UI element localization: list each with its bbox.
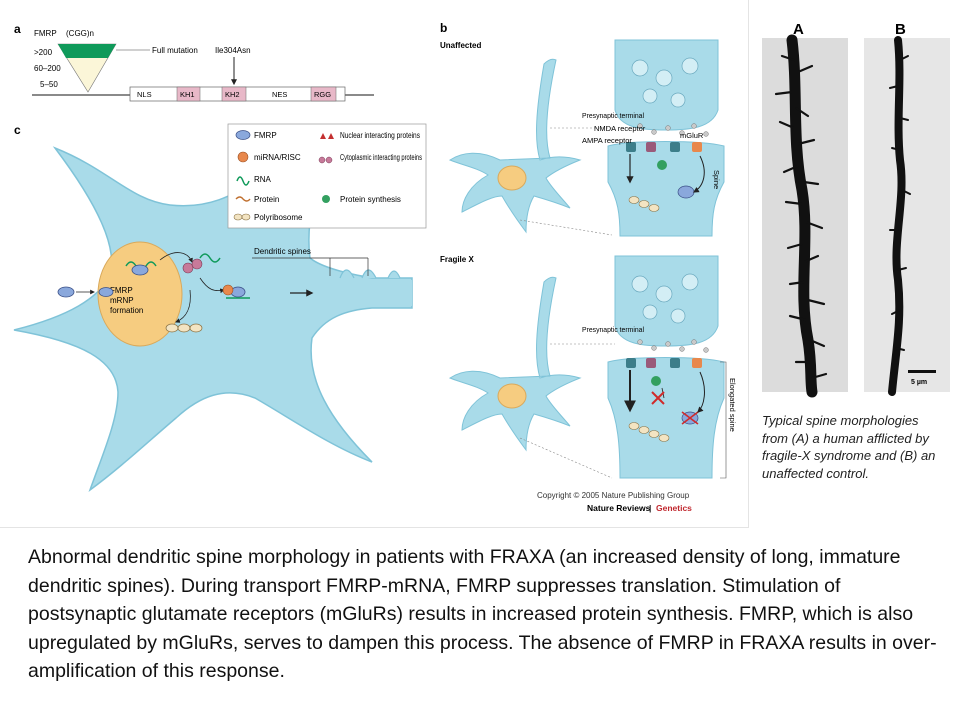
journal-name: Nature Reviews: [587, 503, 651, 513]
legend-label: Protein: [254, 195, 279, 204]
svg-text:|: |: [649, 503, 651, 513]
gene-label: FMRP: [34, 29, 57, 38]
fragile-x-receptors: [626, 358, 702, 368]
panel-b-letter: b: [440, 21, 447, 35]
panel-a-letter: a: [14, 22, 21, 36]
legend-label: Polyribosome: [254, 213, 303, 222]
dendritic-spines-label: Dendritic spines: [254, 247, 311, 256]
polyribosome: [628, 422, 670, 442]
full-mutation-band: [58, 44, 116, 58]
polyribosome: [628, 196, 660, 212]
protein-synthesis-dot: [657, 160, 667, 170]
fragile-x-neuron: [448, 276, 582, 452]
cyto-protein: [182, 262, 194, 274]
nucleus-label-3: formation: [110, 306, 143, 315]
fmrp-complex: [131, 264, 149, 276]
mirna-risc: [222, 284, 234, 296]
mutation-label: Ile304Asn: [215, 46, 251, 55]
repeat-label: (CGG)n: [66, 29, 94, 38]
panel-c-letter: c: [14, 123, 21, 137]
nucleus: [97, 241, 183, 347]
unaffected-spine: [607, 141, 725, 237]
fmrp-molecule: [57, 286, 75, 298]
dendrite-b: [888, 36, 911, 396]
legend-label: Cytoplasmic interacting proteins: [340, 153, 422, 162]
micrograph-b-frame: [864, 38, 950, 392]
unaffected-label: Unaffected: [440, 41, 481, 50]
domain-nls: NLS: [137, 90, 152, 99]
legend-label: RNA: [254, 175, 272, 184]
panel-b: b Unaffected Fragile X: [440, 21, 737, 479]
copyright-text: Copyright © 2005 Nature Publishing Group: [537, 491, 690, 500]
mglur-label: mGluR: [680, 131, 704, 140]
legend-label: miRNA/RISC: [254, 153, 301, 162]
domain-nes: NES: [272, 90, 287, 99]
dendrite-spines: [339, 269, 401, 279]
fragile-x-nucleus: [497, 383, 527, 409]
domain-kh1: KH1: [180, 90, 195, 99]
polyribosome: [165, 323, 203, 333]
legend-label: FMRP: [254, 131, 277, 140]
range-3: 5–50: [40, 80, 58, 89]
legend-symbols: [233, 130, 334, 221]
presynaptic-terminal-label: Presynaptic terminal: [582, 111, 644, 120]
unaffected-neuron: [448, 58, 582, 234]
fmrp-molecule: [98, 287, 114, 297]
rna-strand: [199, 253, 221, 263]
main-caption: Abnormal dendritic spine morphology in p…: [28, 546, 937, 682]
unaffected-vesicles: [631, 57, 699, 108]
elongated-bracket: [720, 361, 727, 479]
nucleus-label-1: FMRP: [110, 286, 133, 295]
spine-label: Spine: [712, 170, 721, 189]
domain-rgg: RGG: [314, 90, 331, 99]
journal-section: Genetics: [656, 503, 692, 513]
range-2: 60–200: [34, 64, 61, 73]
rgg-domain: [310, 86, 337, 102]
block-cross-icon: [651, 391, 665, 405]
domain-kh2: KH2: [225, 90, 240, 99]
figure-svg: a FMRP (CGG)n Full mutation >200 60–200 …: [13, 21, 737, 513]
range-1: >200: [34, 48, 53, 57]
legend-label: Protein synthesis: [340, 195, 401, 204]
zoom-lines: [519, 127, 615, 479]
unaffected-nucleus: [497, 165, 527, 191]
legend-label: Nuclear interacting proteins: [340, 131, 420, 140]
absent-fmrp: [681, 411, 699, 425]
micrograph-label-b: B: [895, 21, 906, 38]
unaffected-receptors: [626, 142, 702, 152]
micrograph-label-a: A: [793, 21, 804, 38]
elongated-spine-label: Elongated spine: [728, 378, 737, 432]
dendrite-a: [774, 34, 828, 398]
fmrp-molecule: [230, 286, 246, 298]
kh2-domain: [221, 86, 247, 102]
scale-bar: [908, 370, 936, 373]
dendrite-end: [398, 280, 412, 306]
fragile-x-spine: [607, 357, 725, 479]
scale-label: 5 µm: [911, 379, 927, 386]
fragile-x-vesicles: [631, 273, 699, 324]
legend-box: [227, 123, 427, 229]
glutamate: [637, 123, 709, 137]
micrograph-svg: A B 5 µm: [762, 21, 950, 398]
presynaptic-terminal-label: Presynaptic terminal: [582, 325, 644, 334]
nmda-receptor-label: NMDA receptor: [594, 124, 646, 133]
figure-panel: a FMRP (CGG)n Full mutation >200 60–200 …: [0, 0, 749, 528]
fragile-x-label: Fragile X: [440, 255, 474, 264]
panel-a: a FMRP (CGG)n Full mutation >200 60–200 …: [14, 22, 374, 102]
glutamate: [637, 339, 709, 353]
fmrp-molecule: [677, 185, 695, 199]
cyto-protein: [191, 258, 203, 270]
kh1-domain: [176, 86, 201, 102]
panel-c: c Dendritic spines FMRP mRNP formation: [13, 123, 427, 493]
nucleus-label-2: mRNP: [110, 296, 134, 305]
ampa-receptor-label: AMPA receptor: [582, 136, 632, 145]
micrograph-caption: Typical spine morphologies from (A) a hu…: [762, 413, 936, 481]
protein-synthesis-dot: [651, 376, 661, 386]
micrograph-panel: A B 5 µm: [752, 0, 960, 530]
full-mutation-label: Full mutation: [152, 46, 198, 55]
